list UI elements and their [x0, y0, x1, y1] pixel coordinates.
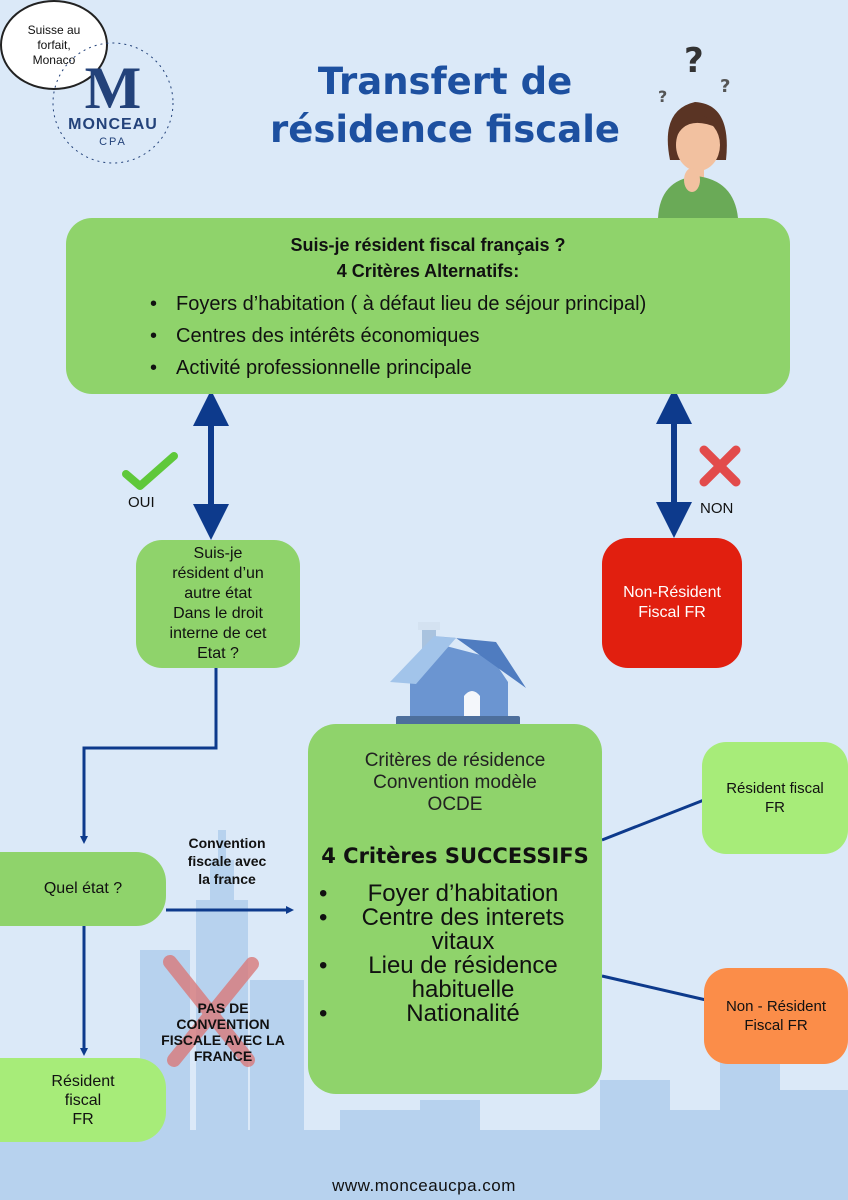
ocde-header-line: Convention modèle: [373, 772, 537, 793]
french-residency-criteria-box: Suis-je résident fiscal français ? 4 Cri…: [66, 218, 790, 394]
check-icon: [122, 452, 178, 490]
monceau-cpa-logo: M MONCEAU CPA: [48, 38, 178, 168]
resident-fiscal-left-box: Résident fiscal FR: [0, 1058, 166, 1142]
q2-line: interne de cet: [169, 625, 267, 642]
pas-conv-line: CONVENTION: [176, 1016, 270, 1032]
ocde-criteria-item: Nationalité: [315, 1002, 595, 1027]
quel-label: Quel état ?: [43, 880, 123, 897]
criteria-item: Activité professionnelle principale: [150, 352, 646, 384]
q2-line: résident d’un: [172, 565, 264, 582]
which-state-box: Quel état ?: [0, 852, 166, 926]
ocde-criteria-list: Foyer d’habitation Centre des interets v…: [315, 882, 595, 1027]
pas-conv-line: FRANCE: [193, 1048, 253, 1064]
logo-name: MONCEAU: [68, 116, 158, 133]
page-title: Transfert de résidence fiscale: [230, 58, 660, 154]
oui-label: OUI: [128, 494, 155, 511]
title-line-2: résidence fiscale: [269, 108, 620, 151]
ocde-header-line: OCDE: [427, 794, 483, 815]
svg-text:?: ?: [658, 87, 667, 106]
pas-conv-line: FISCALE AVEC LA: [161, 1032, 285, 1048]
large-cross-icon: [163, 955, 259, 1067]
nonres-line: Fiscal FR: [638, 604, 706, 621]
speech-bubble: Suisse au forfait, Monaco: [0, 0, 108, 90]
ocde-subtitle: 4 Critères SUCCESSIFS: [321, 844, 589, 868]
line-to-nonresident-right: [601, 974, 707, 1002]
pas-conv-line: PAS DE: [197, 1000, 249, 1016]
resfr-left-line: Résident: [51, 1072, 115, 1090]
resfr-right-line: Résident fiscal: [726, 780, 824, 797]
ocde-criteria-item: Centre des interets vitaux: [315, 906, 595, 954]
q2-line: Etat ?: [197, 645, 239, 662]
q2-line: autre état: [184, 585, 252, 602]
svg-text:?: ?: [720, 76, 730, 97]
convention-line: fiscale avec: [187, 853, 267, 869]
resfr-right-line: FR: [765, 799, 785, 816]
ocde-criteria-item: Lieu de résidence habituelle: [315, 954, 595, 1002]
logo-sub: CPA: [99, 136, 127, 148]
nonres-right-line: Fiscal FR: [744, 1017, 808, 1034]
line-to-resident-right: [601, 798, 705, 842]
nonres-line: Non-Résident: [623, 584, 721, 601]
thinking-woman-illustration: ? ? ?: [658, 41, 738, 218]
criteria-item: Centres des intérêts économiques: [150, 320, 646, 352]
convention-line: la france: [198, 871, 256, 887]
resfr-left-line: FR: [72, 1110, 94, 1128]
criteria-item: Foyers d’habitation ( à défaut lieu de s…: [150, 288, 646, 320]
title-line-1: Transfert de: [317, 60, 573, 103]
other-state-question-box: Suis-je résident d’un autre état Dans le…: [136, 540, 300, 668]
website-link[interactable]: www.monceaucpa.com: [332, 1176, 516, 1195]
arrow-to-quel: [80, 668, 218, 844]
convention-line: Convention: [188, 835, 266, 851]
non-resident-right-box: Non - Résident Fiscal FR: [704, 968, 848, 1064]
logo-ring: [52, 42, 174, 164]
ocde-criteria-box: Critères de résidence Convention modèle …: [308, 724, 602, 1094]
criteria-subtitle: 4 Critères Alternatifs:: [336, 261, 520, 281]
residency-question: Suis-je résident fiscal français ?: [290, 235, 566, 255]
q2-line: Suis-je: [193, 545, 243, 562]
house-icon: [390, 622, 526, 726]
nonres-right-line: Non - Résident: [725, 998, 827, 1015]
resident-fiscal-right-box: Résident fiscal FR: [702, 742, 848, 854]
bubble-line: Suisse au: [27, 22, 81, 37]
logo-letter: M: [84, 55, 142, 121]
ocde-header-line: Critères de résidence: [364, 750, 546, 771]
non-label: NON: [700, 500, 734, 517]
non-resident-box: Non-Résident Fiscal FR: [602, 538, 742, 668]
question-mark-icon: ?: [684, 41, 704, 81]
criteria-list: Foyers d’habitation ( à défaut lieu de s…: [150, 288, 646, 384]
no-convention-label: PAS DE CONVENTION FISCALE AVEC LA FRANCE: [148, 1000, 298, 1064]
ocde-criteria-item: Foyer d’habitation: [315, 882, 595, 907]
resfr-left-line: fiscal: [64, 1091, 102, 1109]
q2-line: Dans le droit: [173, 605, 263, 622]
bubble-line: forfait,: [37, 37, 71, 52]
cross-icon: [699, 445, 741, 487]
convention-label: Convention fiscale avec la france: [166, 834, 288, 888]
bubble-line: Monaco: [32, 52, 76, 67]
